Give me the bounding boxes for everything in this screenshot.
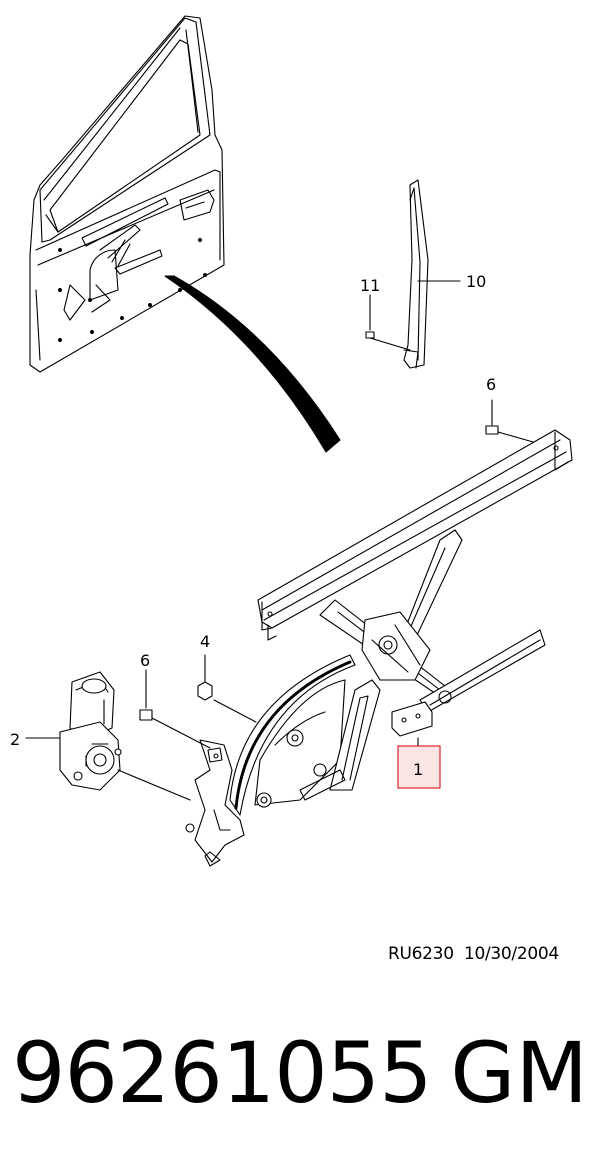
highlight-box-part-1 — [397, 745, 441, 789]
callout-11: 11 — [360, 276, 380, 295]
nut-4 — [197, 654, 257, 723]
bolt-6-upper — [485, 399, 541, 445]
glass-run-channel — [403, 179, 429, 369]
callout-1: 1 — [413, 760, 423, 779]
callout-4: 4 — [200, 632, 210, 651]
reference-code: RU6230 — [388, 944, 454, 964]
callout-10: 10 — [466, 272, 486, 291]
regulator-arms — [319, 529, 546, 737]
brand-label: GM — [450, 1024, 588, 1122]
door-assembly — [29, 15, 225, 373]
callout-leaders — [25, 280, 461, 747]
reference-date: 10/30/2004 — [463, 944, 559, 964]
regulator-rail — [257, 429, 573, 641]
bolt-6-lower — [139, 669, 211, 749]
footer: 96261055 GM — [12, 1018, 588, 1128]
callout-2: 2 — [10, 730, 20, 749]
parts-diagram: 1 2 4 6 6 10 11 — [10, 15, 573, 867]
screw-11 — [365, 294, 411, 351]
sector-gear — [185, 654, 381, 867]
reference-label: RU6230 10/30/2004 — [388, 944, 559, 964]
part-number: 96261055 — [12, 1024, 433, 1122]
callout-6-upper: 6 — [486, 375, 496, 394]
callout-6-lower: 6 — [140, 651, 150, 670]
window-motor — [59, 671, 191, 801]
detail-pointer — [164, 275, 341, 453]
